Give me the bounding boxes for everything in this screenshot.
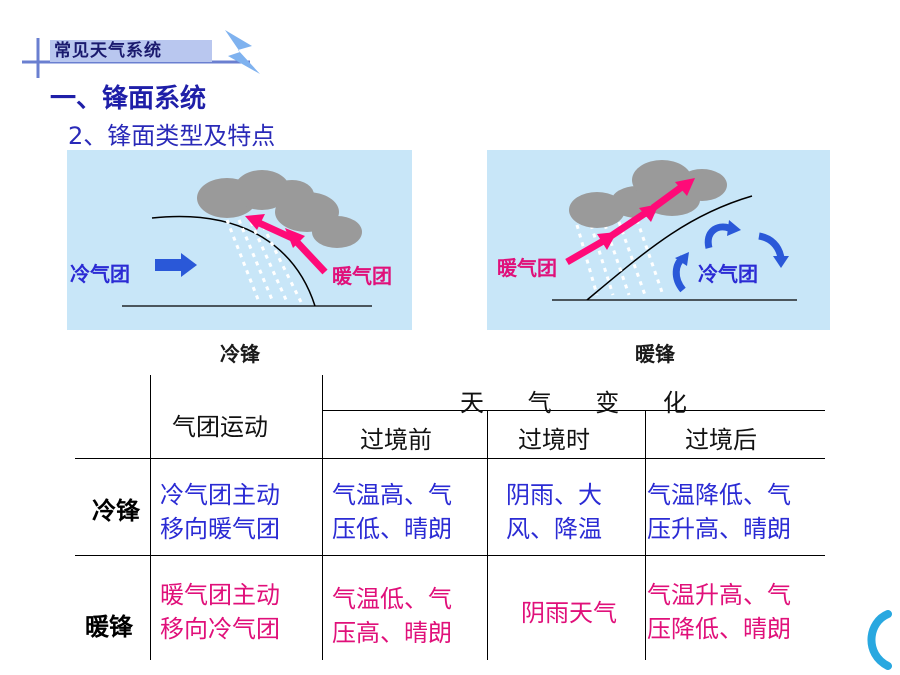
row-cold-motion: 冷气团主动移向暖气团 xyxy=(160,481,280,543)
cloud-icon xyxy=(197,170,362,248)
cold-front-caption: 冷锋 xyxy=(220,342,260,366)
table-hline-header xyxy=(75,458,825,459)
badge-text: 常见天气系统 xyxy=(54,41,162,61)
header-weather: 天 气 变 化 xyxy=(460,389,705,417)
section-subtitle: 2、锋面类型及特点 xyxy=(68,122,276,150)
cold-front-figure xyxy=(122,170,372,307)
warm-front-right-label: 冷气团 xyxy=(698,262,758,286)
red-arrow-icon xyxy=(245,214,328,275)
row-warm-during: 阴雨天气 xyxy=(521,599,617,627)
section-title: 一、锋面系统 xyxy=(50,84,207,114)
table-vline-2 xyxy=(322,375,323,660)
curly-bracket-icon xyxy=(867,610,892,670)
row-warm-before: 气温低、气压高、晴朗 xyxy=(332,585,452,647)
table-vline-3 xyxy=(487,410,488,660)
header-motion: 气团运动 xyxy=(172,413,268,441)
header-before: 过境前 xyxy=(360,426,432,454)
row-cold-during: 阴雨、大风、降温 xyxy=(506,481,602,543)
table-vline-4 xyxy=(645,410,646,660)
row-warm-motion: 暖气团主动移向冷气团 xyxy=(160,581,280,643)
cold-front-left-label: 冷气团 xyxy=(70,262,130,286)
table-hline-row xyxy=(75,555,825,556)
warm-front-left-label: 暖气团 xyxy=(497,256,557,280)
table-vline-1 xyxy=(150,375,151,660)
header-after: 过境后 xyxy=(685,426,757,454)
table-hline-sub xyxy=(322,410,825,411)
warm-front-caption: 暖锋 xyxy=(635,342,675,366)
lightning-icon xyxy=(225,30,260,74)
warm-front-figure xyxy=(552,160,797,301)
row-cold-after: 气温降低、气压升高、晴朗 xyxy=(647,481,791,543)
row-cold-before: 气温高、气压低、晴朗 xyxy=(332,481,452,543)
row-cold-name: 冷锋 xyxy=(92,497,140,525)
header-badge xyxy=(22,30,260,78)
cold-front-right-label: 暖气团 xyxy=(332,264,392,288)
header-during: 过境时 xyxy=(518,426,590,454)
row-warm-after: 气温升高、气压降低、晴朗 xyxy=(647,581,791,643)
red-arrow-icon xyxy=(565,178,695,266)
blue-arrow-icon xyxy=(155,253,197,277)
row-warm-name: 暖锋 xyxy=(85,613,133,641)
